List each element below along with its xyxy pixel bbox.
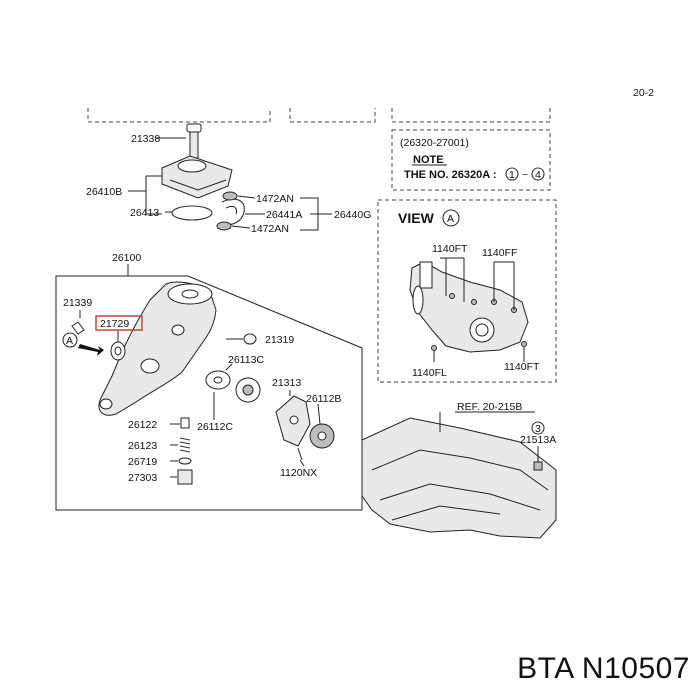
note-range-end: 4 [535, 169, 541, 181]
oil-pan-group: REF. 20-215B 3 21513A [361, 401, 557, 539]
view-a-title: VIEW [398, 210, 435, 226]
bolt-21338-shank [189, 131, 199, 159]
view-a-pump-body [409, 261, 529, 353]
view-a-label-1140FL: 1140FL [412, 367, 447, 379]
bolt-1120NX [297, 447, 303, 461]
dowel-pin-21339 [71, 321, 85, 335]
view-a-pump-boss [419, 261, 433, 289]
label-27303: 27303 [128, 472, 157, 484]
label-1472AN-upper: 1472AN [256, 193, 294, 205]
view-a-box: VIEW A 1140FT 1140FF 1140FL 1140FT [377, 199, 557, 383]
label-21513A: 21513A [520, 434, 556, 446]
note-range-start: 1 [509, 169, 515, 181]
oil-pump-frame: 26100 21339 21729 A 21319 26113C [55, 252, 363, 511]
oil-seal-21729 [110, 341, 126, 361]
view-a-callout-letter: A [66, 335, 73, 347]
oil-cooler-group: 21338 26410B 26413 1472AN 26441A 1472AN … [86, 123, 371, 235]
oil-pan-ref: REF. 20-215B [457, 401, 522, 413]
page-reference: 20-2 [633, 87, 654, 99]
label-26410B: 26410B [86, 186, 122, 198]
view-direction-arrow [78, 344, 104, 356]
view-a-pump-hub [469, 317, 495, 343]
label-26719: 26719 [128, 456, 157, 468]
view-a-label-1140FT-top: 1140FT [432, 243, 468, 255]
hose-26441A [221, 198, 245, 225]
label-21338: 21338 [131, 133, 160, 145]
label-26440G: 26440G [334, 209, 371, 221]
gasket-26413 [171, 205, 213, 221]
o-ring-21319 [243, 333, 257, 345]
drain-plug-21513A [533, 461, 543, 471]
washer-26719 [178, 457, 192, 465]
view-a-label-1140FF: 1140FF [482, 247, 517, 259]
oil-pan-outline [361, 417, 557, 539]
view-a-callout-circle [62, 332, 78, 348]
label-21339: 21339 [63, 297, 92, 309]
label-26122: 26122 [128, 419, 157, 431]
note-part-ref: (26320-27001) [400, 137, 469, 149]
brand-part-number: BTA N10507 [517, 652, 690, 685]
plug-27303 [177, 469, 193, 485]
label-21313: 21313 [272, 377, 301, 389]
view-a-marker: A [447, 213, 454, 225]
note-text: THE NO. 26320A : [404, 169, 497, 181]
rotor-26113C [205, 370, 231, 390]
note-range-sep: ~ [522, 169, 528, 181]
label-1472AN-lower: 1472AN [251, 223, 289, 235]
clamp-1472AN-lower [216, 221, 232, 231]
label-26123: 26123 [128, 440, 157, 452]
label-21729: 21729 [100, 318, 129, 330]
label-26100: 26100 [112, 252, 141, 264]
note-box: (26320-27001) NOTE THE NO. 26320A : 1 ~ … [391, 129, 551, 191]
bolt-21338-head [186, 123, 202, 133]
label-26113C: 26113C [228, 354, 264, 366]
label-26112B: 26112B [306, 393, 341, 405]
view-a-label-1140FT-bottom: 1140FT [504, 361, 540, 373]
oil-pan-callout: 3 [535, 423, 541, 435]
label-26441A: 26441A [266, 209, 302, 221]
spring-26123 [179, 437, 191, 453]
label-26112C: 26112C [197, 421, 233, 433]
plug-26122 [180, 417, 190, 429]
label-21319: 21319 [265, 334, 294, 346]
label-1120NX: 1120NX [280, 467, 317, 479]
frame-top-fragments [87, 108, 551, 123]
highlight-box-21729 [95, 315, 143, 331]
label-26413: 26413 [130, 207, 159, 219]
note-title: NOTE [413, 154, 444, 166]
oil-pan-callout-circle [531, 421, 545, 435]
clamp-1472AN-upper [222, 191, 238, 201]
